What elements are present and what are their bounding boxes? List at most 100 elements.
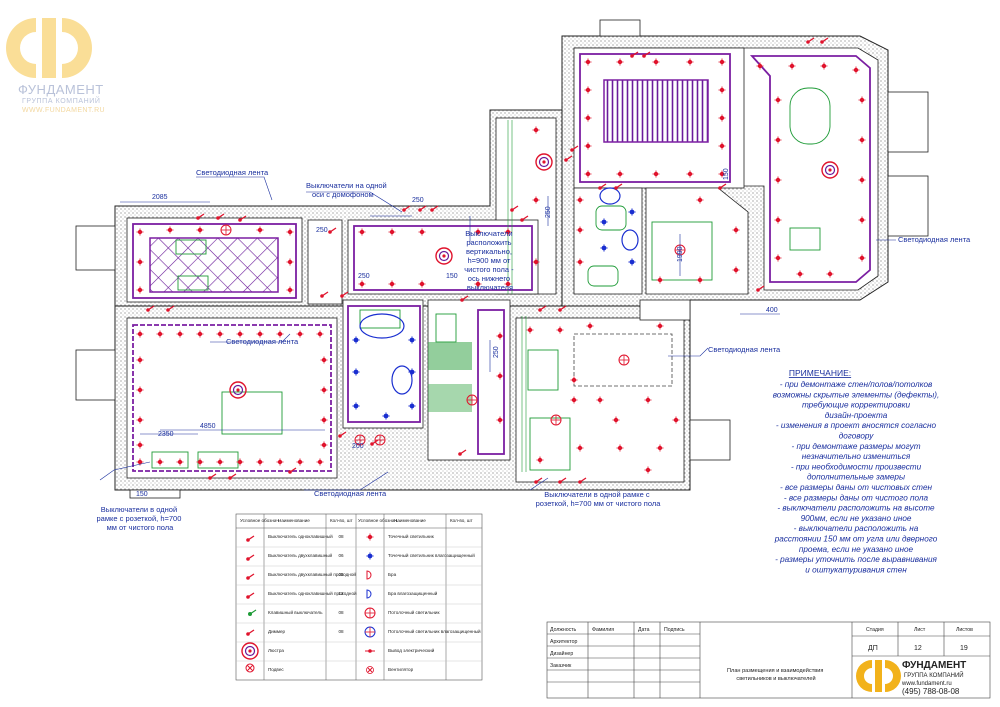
legend-item-name: Вентилятор: [388, 667, 414, 672]
brand-site: WWW.FUNDAMENT.RU: [22, 107, 105, 114]
interior-floor: [126, 47, 879, 483]
brand-group: ГРУППА КОМПАНИЙ: [22, 96, 101, 105]
footer-brand-name: ФУНДАМЕНТ: [902, 660, 966, 671]
legend-item-qty: 25: [338, 572, 344, 577]
footer-logo: [856, 660, 901, 692]
footer-brand-group: ГРУППА КОМПАНИЙ: [904, 671, 964, 679]
note-line: возможны скрытые элементы (дефекты),: [773, 390, 940, 399]
legend-header: Наименование: [278, 518, 310, 523]
led-strip-label: Светодиодная лента: [708, 345, 781, 354]
note-line: и оштукатуривания стен: [805, 565, 907, 574]
legend-header: Условное обознач.: [240, 518, 280, 523]
callout-leaders: [99, 176, 896, 491]
legend-item-name: Потолочный светильник: [388, 609, 440, 615]
switches-one-axis-note: Выключатели на одной оси с домофоном: [306, 181, 389, 199]
legend-item-name: Точечный светильник влагозащищенный: [388, 552, 475, 558]
note-line: дополнительные замеры: [807, 473, 905, 482]
dim-250: 250: [358, 273, 370, 280]
dim-250: 250: [545, 206, 552, 218]
legend-item-name: Потолочный светильник влагозащищенный: [388, 628, 481, 634]
legend-header: Кол-во, шт: [450, 518, 474, 523]
legend-item-name: Точечный светильник: [388, 533, 435, 539]
led-strip-label: Светодиодная лента: [314, 489, 387, 498]
legend-table: Условное обознач. Наименование Кол-во, ш…: [235, 513, 483, 681]
dim-200: 200: [352, 443, 364, 450]
dim-150: 150: [136, 491, 148, 498]
drawing-title: План размещения и взаимодействия светиль…: [727, 667, 825, 682]
tb-role-header: Дата: [638, 627, 650, 633]
note-line: - все размеры даны от чистого пола: [784, 493, 929, 502]
note-line: - при необходимости произвести: [791, 462, 922, 471]
tb-role: Дизайнер: [550, 650, 573, 657]
tb-stage-header: Лист: [914, 627, 926, 633]
note-line: - все размеры даны от чистовых стен: [780, 483, 933, 492]
brand-name: ФУНДАМЕНТ: [18, 82, 104, 97]
footer-site: www.fundament.ru: [901, 681, 952, 687]
wardrobe: [507, 120, 527, 472]
legend-item-qty: 06: [338, 553, 344, 558]
notes-title: ПРИМЕЧАНИЕ:: [789, 368, 851, 378]
tb-role: Заказчик: [550, 663, 572, 669]
tb-stage-header: Стадия: [866, 627, 884, 633]
note-line: - выключатели расположить на: [794, 524, 919, 533]
note-line: - выключатели расположить на высоте: [777, 504, 935, 513]
note-line: - при демонтаже размеры могут: [791, 442, 920, 451]
company-logo: [6, 18, 92, 78]
note-line: незначительно измениться: [802, 452, 911, 461]
note-line: договору: [839, 432, 875, 441]
dim-2085: 2085: [152, 194, 168, 201]
tb-role-header: Фамилия: [592, 627, 614, 633]
note-line: дизайн-проекта: [825, 411, 888, 420]
dim-2350: 2350: [158, 431, 174, 438]
legend-item-name: Выключатель двухклавишный: [268, 552, 333, 558]
tb-stage: ДП: [868, 645, 878, 652]
legend-item-name: Выключатель одноклавишный: [268, 533, 333, 539]
legend-item-qty: 12: [338, 591, 344, 596]
dim-250: 250: [412, 197, 424, 204]
legend-header: Наименование: [394, 518, 426, 523]
led-strip-label: Светодиодная лента: [226, 337, 299, 346]
legend-item-qty: 08: [338, 629, 344, 634]
led-strip-label: Светодиодная лента: [196, 168, 269, 177]
note-line: проема, если не указано иное: [799, 545, 914, 554]
led-contours: [132, 53, 871, 472]
bath-fixtures: [359, 187, 639, 395]
note-line: - размеры уточнить после выравнивания: [775, 555, 937, 564]
note-line: расстоянии 150 мм от угла или дверного: [774, 535, 938, 544]
switches-vertical-note: Выключатели расположить вертикально, h=9…: [464, 229, 516, 292]
legend-header: Условное обознач.: [358, 518, 398, 523]
legend-item-name: Подвес: [268, 667, 284, 672]
led-strip-label: Светодиодная лента: [898, 235, 971, 244]
tb-role-header: Подпись: [664, 627, 685, 633]
legend-header: Кол-во, шт: [330, 518, 354, 523]
tb-role: Архитектор: [550, 639, 578, 645]
legend-item-name: Бра: [388, 572, 397, 577]
note-line: - изменения в проект вносятся согласно: [776, 421, 937, 430]
dim-250: 250: [316, 227, 328, 234]
bedroom-ceiling-panel: [149, 237, 279, 293]
dim-250: 250: [493, 346, 500, 358]
legend-item-name: Диммер: [268, 629, 286, 634]
switches-frame-bottom-note: Выключатели в одной рамке с розеткой, h=…: [536, 490, 662, 508]
switches-frame-left-note: Выключатели в одной рамке с розеткой, h=…: [97, 505, 184, 532]
tb-stage-header: Листов: [956, 627, 973, 633]
ceiling-light-icon: [374, 434, 386, 446]
legend-item-name: Бра влагозащищенный: [388, 590, 438, 596]
ceiling-light-icon: [466, 394, 478, 406]
dim-150: 150: [723, 168, 730, 180]
title-block: [546, 621, 991, 699]
dim-150: 150: [446, 273, 458, 280]
legend-item-name: Люстра: [268, 648, 284, 653]
footer-phone: (495) 788-08-08: [902, 687, 960, 696]
tile-area: [428, 342, 472, 412]
legend-item-name: Выключатель двухклавишный проходной: [268, 571, 356, 577]
legend-rows: Выключатель одноклавишный 08 Точечный свет…: [268, 533, 481, 672]
dim-4850: 4850: [200, 423, 216, 430]
tb-sheet: 12: [914, 645, 922, 652]
ceiling-light-icon: [618, 354, 630, 366]
legend-item-name: Вывод электрический: [388, 647, 435, 653]
legend-item-qty: 08: [338, 610, 344, 615]
windows: [75, 19, 929, 499]
tb-role-header: Должность: [550, 627, 577, 633]
